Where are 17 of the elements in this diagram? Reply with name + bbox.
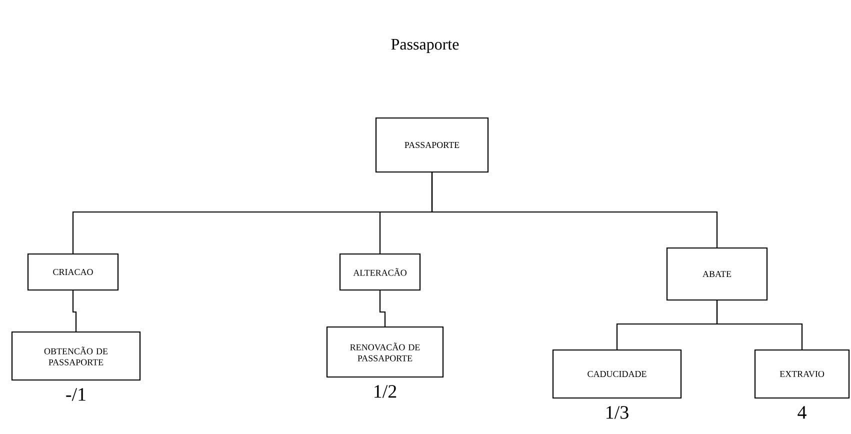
number-label: 4 (798, 406, 806, 419)
process-box: ABATE (666, 247, 768, 301)
number-label: 1/2 (374, 385, 396, 398)
number-label: 1/3 (606, 406, 628, 419)
number-label: -/1 (66, 388, 86, 401)
process-box: PASSAPORTE (375, 117, 489, 173)
process-box: OBTENCÃO DE PASSAPORTE (11, 331, 141, 381)
connector-line (431, 172, 718, 248)
process-box: EXTRAVIO (754, 349, 850, 399)
connector-line (379, 290, 386, 326)
process-box: ALTERACÃO (339, 253, 421, 291)
title: Passaporte (391, 39, 459, 53)
connector-line (72, 290, 77, 332)
process-box: CADUCIDADE (552, 349, 682, 399)
process-box: RENOVACÃO DE PASSAPORTE (326, 326, 444, 378)
process-box: CRIACAO (27, 253, 119, 291)
connector-line (716, 300, 803, 350)
